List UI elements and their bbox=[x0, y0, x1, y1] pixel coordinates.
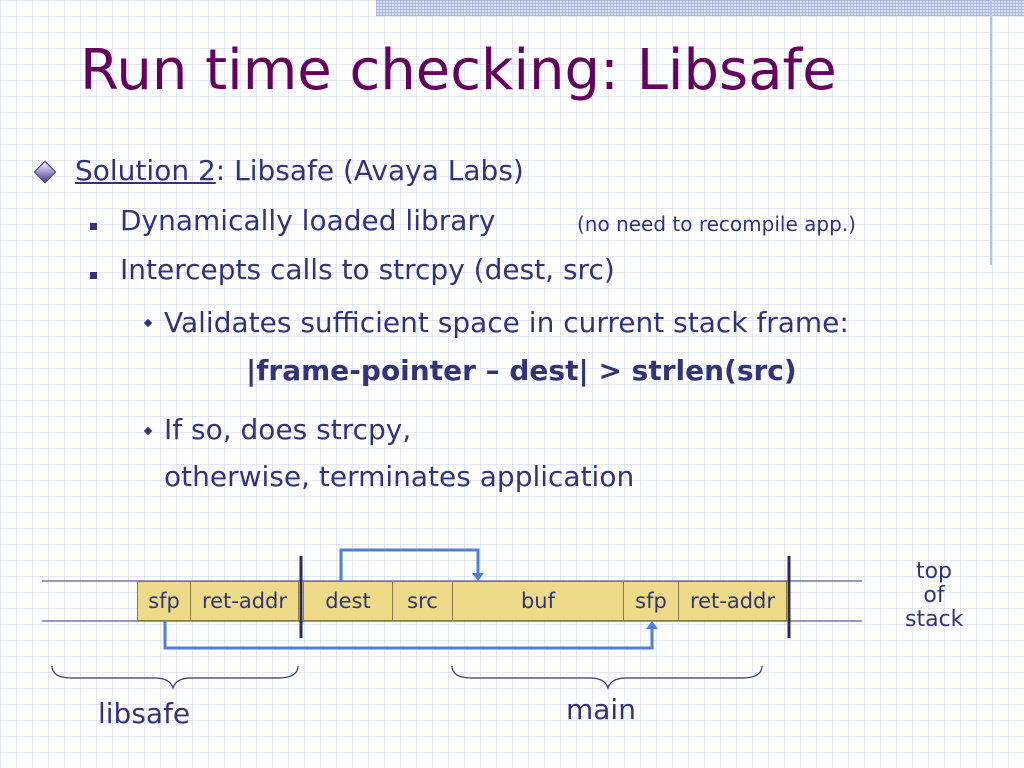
bullet-validates: Validates sufficient space in current st… bbox=[164, 306, 849, 339]
slide-title: Run time checking: Libsafe bbox=[80, 38, 837, 103]
cell-dest: dest bbox=[303, 581, 393, 621]
cell-src: src bbox=[392, 581, 453, 621]
top-of-stack-line-2: of bbox=[923, 583, 945, 608]
top-of-stack-label: top of stack bbox=[905, 560, 963, 632]
cell-sfp-libsafe: sfp bbox=[137, 581, 191, 621]
square-bullet-icon bbox=[90, 272, 97, 279]
bullet-dynamic: Dynamically loaded library bbox=[120, 204, 496, 237]
cell-sfp-main: sfp bbox=[623, 581, 679, 621]
bullet-ifso: If so, does strcpy, bbox=[164, 413, 412, 446]
sfp-to-sfp-arrow bbox=[163, 621, 654, 650]
bullet-solution: Solution 2: Libsafe (Avaya Labs) bbox=[75, 154, 524, 187]
bullet-otherwise: otherwise, terminates application bbox=[164, 460, 635, 493]
libsafe-label: libsafe bbox=[98, 697, 191, 730]
cell-ret-addr-main: ret-addr bbox=[678, 581, 787, 621]
dest-to-buf-arrow bbox=[339, 548, 480, 581]
bullet-intercepts: Intercepts calls to strcpy (dest, src) bbox=[120, 253, 615, 286]
top-of-stack-line-1: top bbox=[915, 559, 953, 584]
right-vertical-rule bbox=[990, 0, 992, 265]
formula: |frame-pointer – dest| > strlen(src) bbox=[246, 354, 797, 387]
dest-to-buf-arrowhead bbox=[472, 573, 484, 581]
main-label: main bbox=[566, 693, 636, 726]
solution-label: Solution 2 bbox=[75, 154, 216, 187]
dynamic-note: (no need to recompile app.) bbox=[577, 212, 856, 236]
top-pattern-bar bbox=[376, 0, 1024, 16]
top-of-stack-line-3: stack bbox=[905, 607, 964, 632]
dynamic-text: Dynamically loaded library bbox=[120, 204, 496, 237]
square-bullet-icon bbox=[90, 223, 97, 230]
sfp-to-sfp-arrowhead bbox=[646, 621, 658, 629]
cell-buf: buf bbox=[452, 581, 624, 621]
cell-ret-addr-libsafe: ret-addr bbox=[190, 581, 299, 621]
libsafe-brace bbox=[51, 665, 299, 691]
main-brace bbox=[451, 665, 763, 691]
solution-text: : Libsafe (Avaya Labs) bbox=[215, 154, 524, 187]
